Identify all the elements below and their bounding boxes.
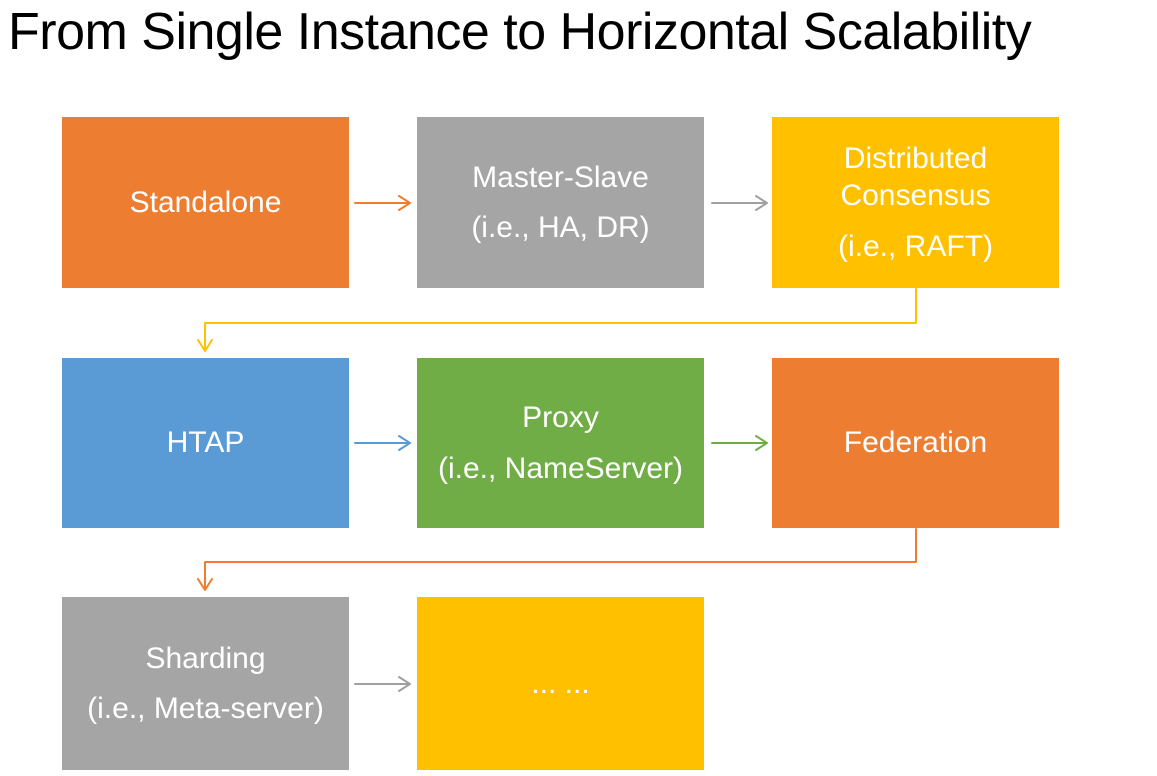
arrow-sharding-to-more [354,676,411,692]
node-label: Standalone [129,185,282,219]
arrow-proxy-to-federation [711,435,768,451]
node-more: ... ... [417,597,704,770]
node-sublabel: (i.e., HA, DR) [471,211,650,244]
arrow-htap-to-proxy [354,435,411,451]
slide-title: From Single Instance to Horizontal Scala… [8,3,1032,61]
node-federation: Federation [772,358,1059,528]
node-distributed-consensus: Distributed Consensus (i.e., RAFT) [772,117,1059,288]
node-standalone: Standalone [62,117,349,288]
node-sharding: Sharding (i.e., Meta-server) [62,597,349,770]
node-label: Proxy [522,401,599,434]
node-label: Master-Slave [472,160,649,194]
node-sublabel: (i.e., RAFT) [838,229,993,263]
node-label: Federation [843,426,988,460]
node-sublabel: (i.e., Meta-server) [87,692,324,725]
node-sublabel: (i.e., NameServer) [437,451,684,485]
arrow-master-slave-to-distributed-consensus [711,195,768,211]
elbow-arrow-federation-to-sharding [197,528,917,591]
elbow-arrow-distributed-consensus-to-htap [197,288,917,352]
node-label: ... ... [531,666,590,700]
node-htap: HTAP [62,358,349,528]
node-proxy: Proxy (i.e., NameServer) [417,358,704,528]
node-label: Sharding [145,641,266,675]
node-label: HTAP [166,426,245,460]
node-master-slave: Master-Slave (i.e., HA, DR) [417,117,704,288]
node-label: Distributed Consensus [840,141,991,213]
arrow-standalone-to-master-slave [354,195,411,211]
